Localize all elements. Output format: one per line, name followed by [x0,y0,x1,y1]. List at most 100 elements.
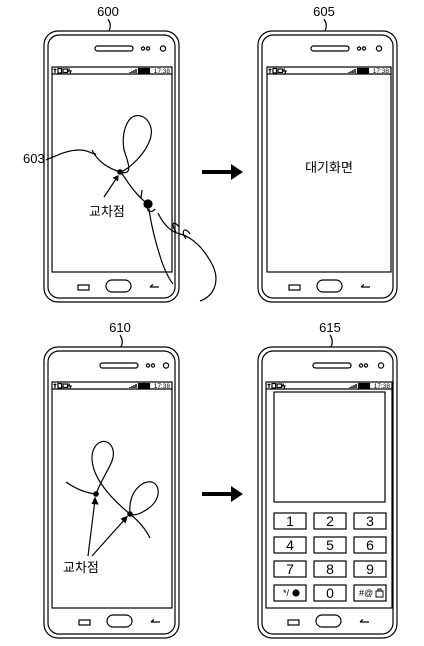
sensor-dot [356,46,362,51]
screen [51,381,173,609]
dialer-display [273,391,386,503]
key-4[interactable] [273,536,307,554]
home-button[interactable] [315,614,342,628]
file-icon [271,382,277,389]
intersection-label: 교차점 [63,561,99,576]
status-icons-left [268,67,287,74]
key-1[interactable] [273,512,307,530]
intersection-arrowhead [120,515,128,524]
file-icon [272,67,278,74]
speaker-grille [94,45,134,52]
sensor-dot [361,46,367,51]
status-icons-right [129,67,151,74]
key-hash[interactable] [353,584,387,602]
key-2[interactable] [313,512,347,530]
signal-icon [349,384,357,388]
phone-bezel [261,350,394,635]
key-label: 2 [326,513,334,529]
key-7[interactable] [273,560,307,578]
bag-icon [375,588,384,598]
key-6[interactable] [353,536,387,554]
speaker-grille [310,45,350,52]
intersection-arrowhead [91,496,99,505]
phone-body [257,346,398,639]
settings-icon [292,589,300,597]
speaker-grille [99,362,139,369]
front-camera [162,362,170,369]
key-0[interactable] [313,584,347,602]
signal-icon [348,69,356,73]
phone-body [43,346,180,639]
key-label: 9 [366,561,374,577]
status-icons-left [267,382,286,389]
recent-apps-button[interactable] [287,619,300,626]
signal-icon [129,384,137,388]
battery-icon [357,382,371,389]
phone-bezel [47,350,176,635]
charging-icon [282,68,287,74]
message-icon [277,68,284,74]
phone-bezel [47,34,176,299]
status-icons-left [53,67,72,74]
key-star[interactable] [273,584,307,602]
usb-icon [268,68,272,73]
charging-icon [67,383,72,389]
status-icons-right [348,67,370,74]
key-5[interactable] [313,536,347,554]
recent-apps-button[interactable] [78,619,91,626]
intersection-arrow [91,517,127,557]
fingertip [147,206,156,213]
battery-icon [137,67,151,74]
reference-label-615: 615 [319,320,341,335]
key-8[interactable] [313,560,347,578]
phone-605: 605 17:38 대기화면 [257,4,398,303]
home-button[interactable] [105,279,132,293]
recent-apps-button[interactable] [288,284,301,291]
file-icon [57,382,63,389]
front-camera [375,45,383,52]
status-icons-right [129,382,151,389]
sensor-dot [145,46,151,51]
key-label: 1 [286,513,294,529]
standby-screen-text: 대기화면 [305,161,353,176]
key-label: 6 [366,537,374,553]
phone-body [257,30,398,303]
signal-icon [129,69,137,73]
key-label: 3 [366,513,374,529]
message-icon [62,68,69,74]
message-icon [62,383,69,389]
back-button[interactable] [359,619,369,623]
back-button[interactable] [150,619,160,623]
screen [265,381,393,609]
home-button[interactable] [106,614,133,628]
battery-icon [356,67,370,74]
phone-bezel [261,34,394,299]
charging-icon [281,383,286,389]
status-time: 17:38 [154,383,171,390]
usb-icon [267,383,271,388]
key-9[interactable] [353,560,387,578]
screen [266,66,392,273]
sensor-dot [358,363,364,368]
sensor-dot [150,363,156,368]
file-icon [57,67,63,74]
key-label: 4 [286,537,294,553]
back-button[interactable] [149,284,159,288]
key-label: 0 [326,585,334,601]
dialer-keypad: 1 2 3 4 5 6 7 8 9 */ 0 #@ [273,512,387,602]
phone-600: 600 17:38 교차점 603 [23,4,217,303]
status-time: 17:38 [374,383,391,390]
leader-line-603 [45,149,97,161]
intersection-arrowhead [112,175,119,182]
intersection-label: 교차점 [89,205,125,220]
intersection-point [127,511,133,517]
key-label: */ [283,588,290,598]
screen [51,66,173,273]
reference-label-603: 603 [23,151,45,166]
home-button[interactable] [316,279,343,293]
key-3[interactable] [353,512,387,530]
recent-apps-button[interactable] [77,284,90,291]
back-button[interactable] [360,284,370,288]
speaker-grille [312,362,352,369]
